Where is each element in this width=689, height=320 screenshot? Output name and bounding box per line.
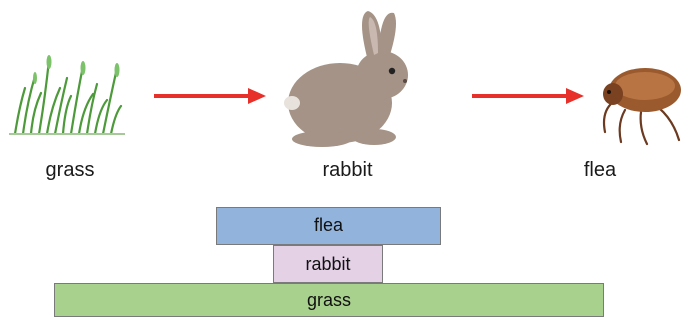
grass-label: grass	[45, 159, 95, 181]
flea-label: flea	[583, 159, 617, 181]
pyramid-level-grass: grass	[54, 283, 604, 317]
rabbit-label: rabbit	[322, 159, 373, 181]
pyramid-level-rabbit: rabbit	[273, 245, 383, 283]
rabbit-organism	[282, 5, 417, 150]
arrow-grass-to-rabbit	[154, 88, 266, 104]
flea-icon	[602, 68, 681, 146]
grass-organism	[5, 48, 130, 143]
flea-organism	[595, 62, 687, 152]
grass-icon	[9, 55, 125, 136]
rabbit-icon	[284, 11, 408, 147]
pyramid-level-flea: flea	[216, 207, 441, 245]
arrow-rabbit-to-flea	[472, 88, 584, 104]
